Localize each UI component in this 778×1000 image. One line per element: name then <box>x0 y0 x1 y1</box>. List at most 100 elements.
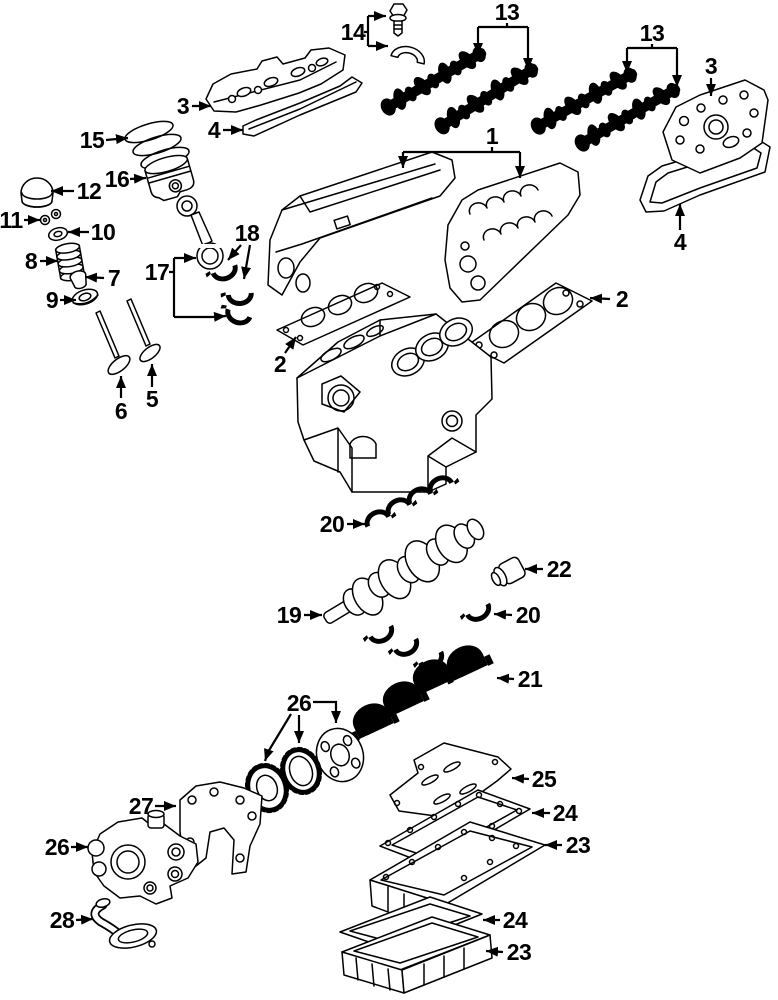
callout-23-upper[interactable]: 23 <box>545 832 591 858</box>
svg-text:1: 1 <box>486 123 499 149</box>
svg-text:23: 23 <box>566 832 591 858</box>
piston-rings <box>124 120 190 170</box>
camshaft-bolt <box>389 3 408 37</box>
windage-tray <box>389 742 512 818</box>
cylinder-head-right <box>444 162 581 303</box>
main-bearing-shell-lower <box>459 600 496 629</box>
svg-text:21: 21 <box>518 666 543 692</box>
intake-valve <box>126 298 161 363</box>
piston <box>144 154 195 202</box>
callout-12[interactable]: 12 <box>51 178 102 204</box>
svg-text:11: 11 <box>0 207 23 233</box>
callout-8[interactable]: 8 <box>25 248 58 274</box>
callout-11[interactable]: 11 <box>0 207 40 233</box>
oil-pump <box>87 809 199 905</box>
spring-retainer <box>71 288 99 306</box>
svg-text:16: 16 <box>105 166 130 192</box>
callout-28[interactable]: 28 <box>50 907 94 933</box>
callout-20-upper[interactable]: 20 <box>320 511 365 537</box>
cylinder-head-left <box>267 151 456 296</box>
svg-text:24: 24 <box>503 907 528 933</box>
svg-text:20: 20 <box>320 511 345 537</box>
callout-22[interactable]: 22 <box>525 556 572 582</box>
callout-14[interactable]: 14 <box>341 11 388 51</box>
svg-text:15: 15 <box>80 127 105 153</box>
svg-text:17: 17 <box>145 259 170 285</box>
callout-16[interactable]: 16 <box>105 166 147 192</box>
svg-text:5: 5 <box>146 386 159 412</box>
callout-15[interactable]: 15 <box>80 127 129 153</box>
callout-24-lower[interactable]: 24 <box>483 907 528 933</box>
crankshaft <box>323 518 485 624</box>
engine-block <box>296 313 493 493</box>
svg-text:6: 6 <box>115 398 127 424</box>
callout-6[interactable]: 6 <box>115 376 128 424</box>
valve-cover-left <box>205 47 346 113</box>
callout-4-left[interactable]: 4 <box>208 117 243 143</box>
valve-lifter <box>20 177 54 208</box>
svg-text:23: 23 <box>507 939 532 965</box>
callout-10[interactable]: 10 <box>68 219 116 245</box>
main-bearing-caps <box>342 637 494 743</box>
callout-13-left[interactable]: 13 <box>473 0 533 70</box>
callout-3-right[interactable]: 3 <box>705 53 718 96</box>
svg-text:4: 4 <box>208 117 221 143</box>
svg-text:20: 20 <box>516 602 541 628</box>
exhaust-valve <box>95 310 131 376</box>
callout-13-right[interactable]: 13 <box>622 20 682 87</box>
callout-17[interactable]: 17 <box>145 253 227 322</box>
camshaft-bearing-cap <box>390 45 426 65</box>
callout-5[interactable]: 5 <box>146 364 159 412</box>
callout-19[interactable]: 19 <box>277 602 322 628</box>
rod-bearings <box>205 261 255 330</box>
callout-2-right[interactable]: 2 <box>589 286 629 312</box>
svg-text:28: 28 <box>50 907 75 933</box>
svg-text:2: 2 <box>274 351 286 377</box>
connecting-rod <box>176 195 224 270</box>
callout-3-left[interactable]: 3 <box>177 93 211 119</box>
callout-2-left[interactable]: 2 <box>274 336 297 377</box>
valve-cover-right <box>662 79 769 174</box>
callout-20-lower[interactable]: 20 <box>493 602 541 628</box>
callout-21[interactable]: 21 <box>496 666 543 692</box>
svg-text:3: 3 <box>177 93 189 119</box>
crank-flange <box>315 727 365 783</box>
svg-text:26: 26 <box>45 834 70 860</box>
callout-23-lower[interactable]: 23 <box>485 939 532 965</box>
callout-18[interactable]: 18 <box>227 220 260 280</box>
svg-text:26: 26 <box>287 690 312 716</box>
svg-text:19: 19 <box>277 602 302 628</box>
callout-4-right[interactable]: 4 <box>674 204 687 255</box>
svg-text:18: 18 <box>235 220 260 246</box>
svg-text:8: 8 <box>25 248 38 274</box>
svg-text:4: 4 <box>674 229 687 255</box>
pilot-bushing <box>490 556 526 587</box>
svg-text:3: 3 <box>705 53 717 79</box>
oil-pickup-tube <box>90 897 158 949</box>
callout-24-upper[interactable]: 24 <box>532 800 578 826</box>
callout-26-top[interactable]: 26 <box>263 690 341 762</box>
valve-cover-gasket-left <box>242 76 363 137</box>
front-cover-plate <box>179 781 263 875</box>
svg-text:2: 2 <box>616 286 628 312</box>
valve-keepers <box>39 208 62 226</box>
callout-27[interactable]: 27 <box>129 793 176 819</box>
svg-text:13: 13 <box>640 20 665 46</box>
svg-text:7: 7 <box>108 265 120 291</box>
callout-9[interactable]: 9 <box>46 287 76 313</box>
svg-text:14: 14 <box>341 19 366 45</box>
svg-text:9: 9 <box>46 287 58 313</box>
callout-26-left[interactable]: 26 <box>45 834 88 860</box>
svg-text:24: 24 <box>553 800 578 826</box>
callout-25[interactable]: 25 <box>511 766 557 792</box>
svg-text:22: 22 <box>547 556 572 582</box>
svg-text:25: 25 <box>532 766 557 792</box>
valve-stem-seal <box>47 226 69 242</box>
svg-text:10: 10 <box>91 219 116 245</box>
svg-text:13: 13 <box>495 0 520 25</box>
svg-text:12: 12 <box>77 178 102 204</box>
svg-text:27: 27 <box>129 793 154 819</box>
callout-7[interactable]: 7 <box>84 265 121 291</box>
callout-1[interactable]: 1 <box>398 123 525 178</box>
